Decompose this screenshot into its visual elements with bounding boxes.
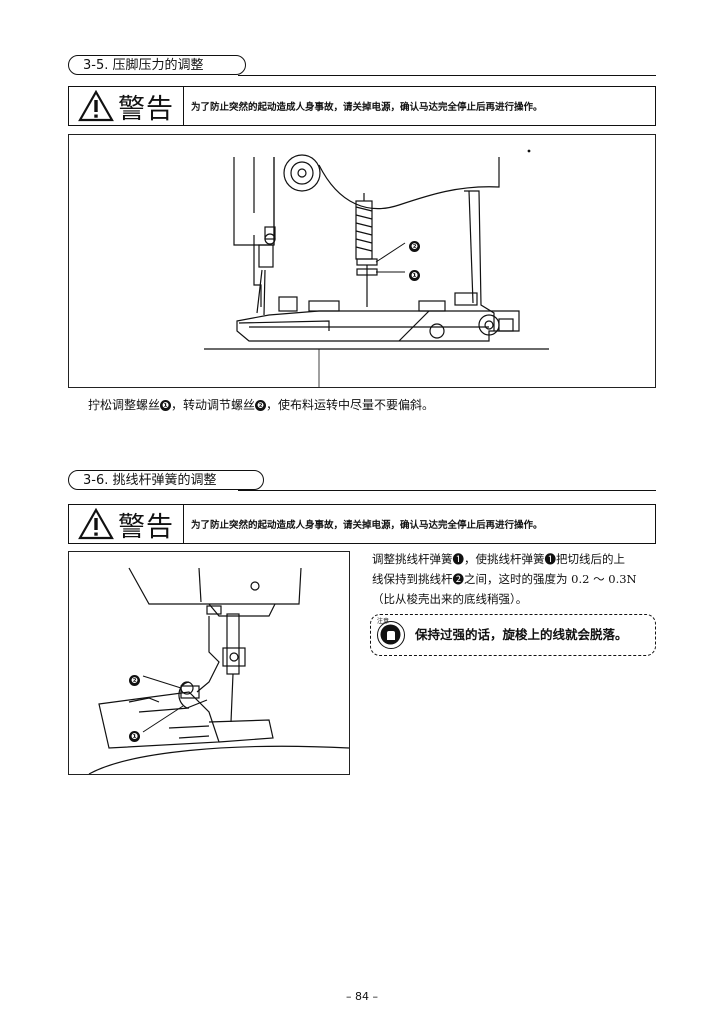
warning-triangle-icon (78, 90, 114, 122)
caution-text: 保持过强的话，旋梭上的线就会脱落。 (415, 627, 628, 642)
paragraph-line: 调整挑线杆弹簧❶，使挑线杆弹簧❶把切线后的上 (372, 552, 625, 566)
paragraph-line: 线保持到挑线杆❷之间，这时的强度为 0.2 ～ 0.3N (372, 572, 637, 586)
caution-note: 注意 保持过强的话，旋梭上的线就会脱落。 (370, 614, 656, 656)
callout-1: ❶ (409, 264, 420, 283)
warning-triangle-icon (78, 508, 114, 540)
caption-ref-1: ❶ (160, 400, 172, 411)
caption-ref-2: ❷ (255, 400, 267, 411)
take-up-spring-illustration (88, 567, 350, 775)
thread-take-up-spring-figure: ❷ ❶ (68, 551, 350, 775)
warning-text: 为了防止突然的起动造成人身事故，请关掉电源，确认马达完全停止后再进行操作。 (191, 102, 543, 113)
presser-pressure-figure: ❷ ❶ (68, 134, 656, 388)
warning-label: 警告 (69, 87, 184, 125)
paragraph-line: （比从梭壳出来的底线稍强）。 (372, 592, 528, 606)
section-3-6-header: 3-6. 挑线杆弹簧的调整 (68, 470, 656, 492)
section-title: 3-5. 压脚压力的调整 (68, 55, 246, 75)
callout-2: ❷ (129, 669, 140, 688)
callout-2: ❷ (409, 235, 420, 254)
section-rule (238, 490, 656, 491)
warning-text: 为了防止突然的起动造成人身事故，请关掉电源，确认马达完全停止后再进行操作。 (191, 520, 543, 531)
section-rule (238, 75, 656, 76)
warning-label: 警告 (69, 505, 184, 543)
caution-icon: 注意 (377, 618, 405, 649)
presser-mechanism-illustration (204, 149, 549, 387)
callout-1: ❶ (129, 725, 140, 744)
page-number: – 84 – (346, 990, 378, 1003)
warning-word: 警告 (118, 511, 174, 543)
warning-box: 警告 为了防止突然的起动造成人身事故，请关掉电源，确认马达完全停止后再进行操作。 (68, 504, 656, 544)
warning-word: 警告 (118, 93, 174, 125)
section-title: 3-6. 挑线杆弹簧的调整 (68, 470, 264, 490)
warning-box: 警告 为了防止突然的起动造成人身事故，请关掉电源，确认马达完全停止后再进行操作。 (68, 86, 656, 126)
instruction-paragraph: 调整挑线杆弹簧❶，使挑线杆弹簧❶把切线后的上 线保持到挑线杆❷之间，这时的强度为… (372, 549, 658, 609)
section-3-5-header: 3-5. 压脚压力的调整 (68, 55, 656, 77)
